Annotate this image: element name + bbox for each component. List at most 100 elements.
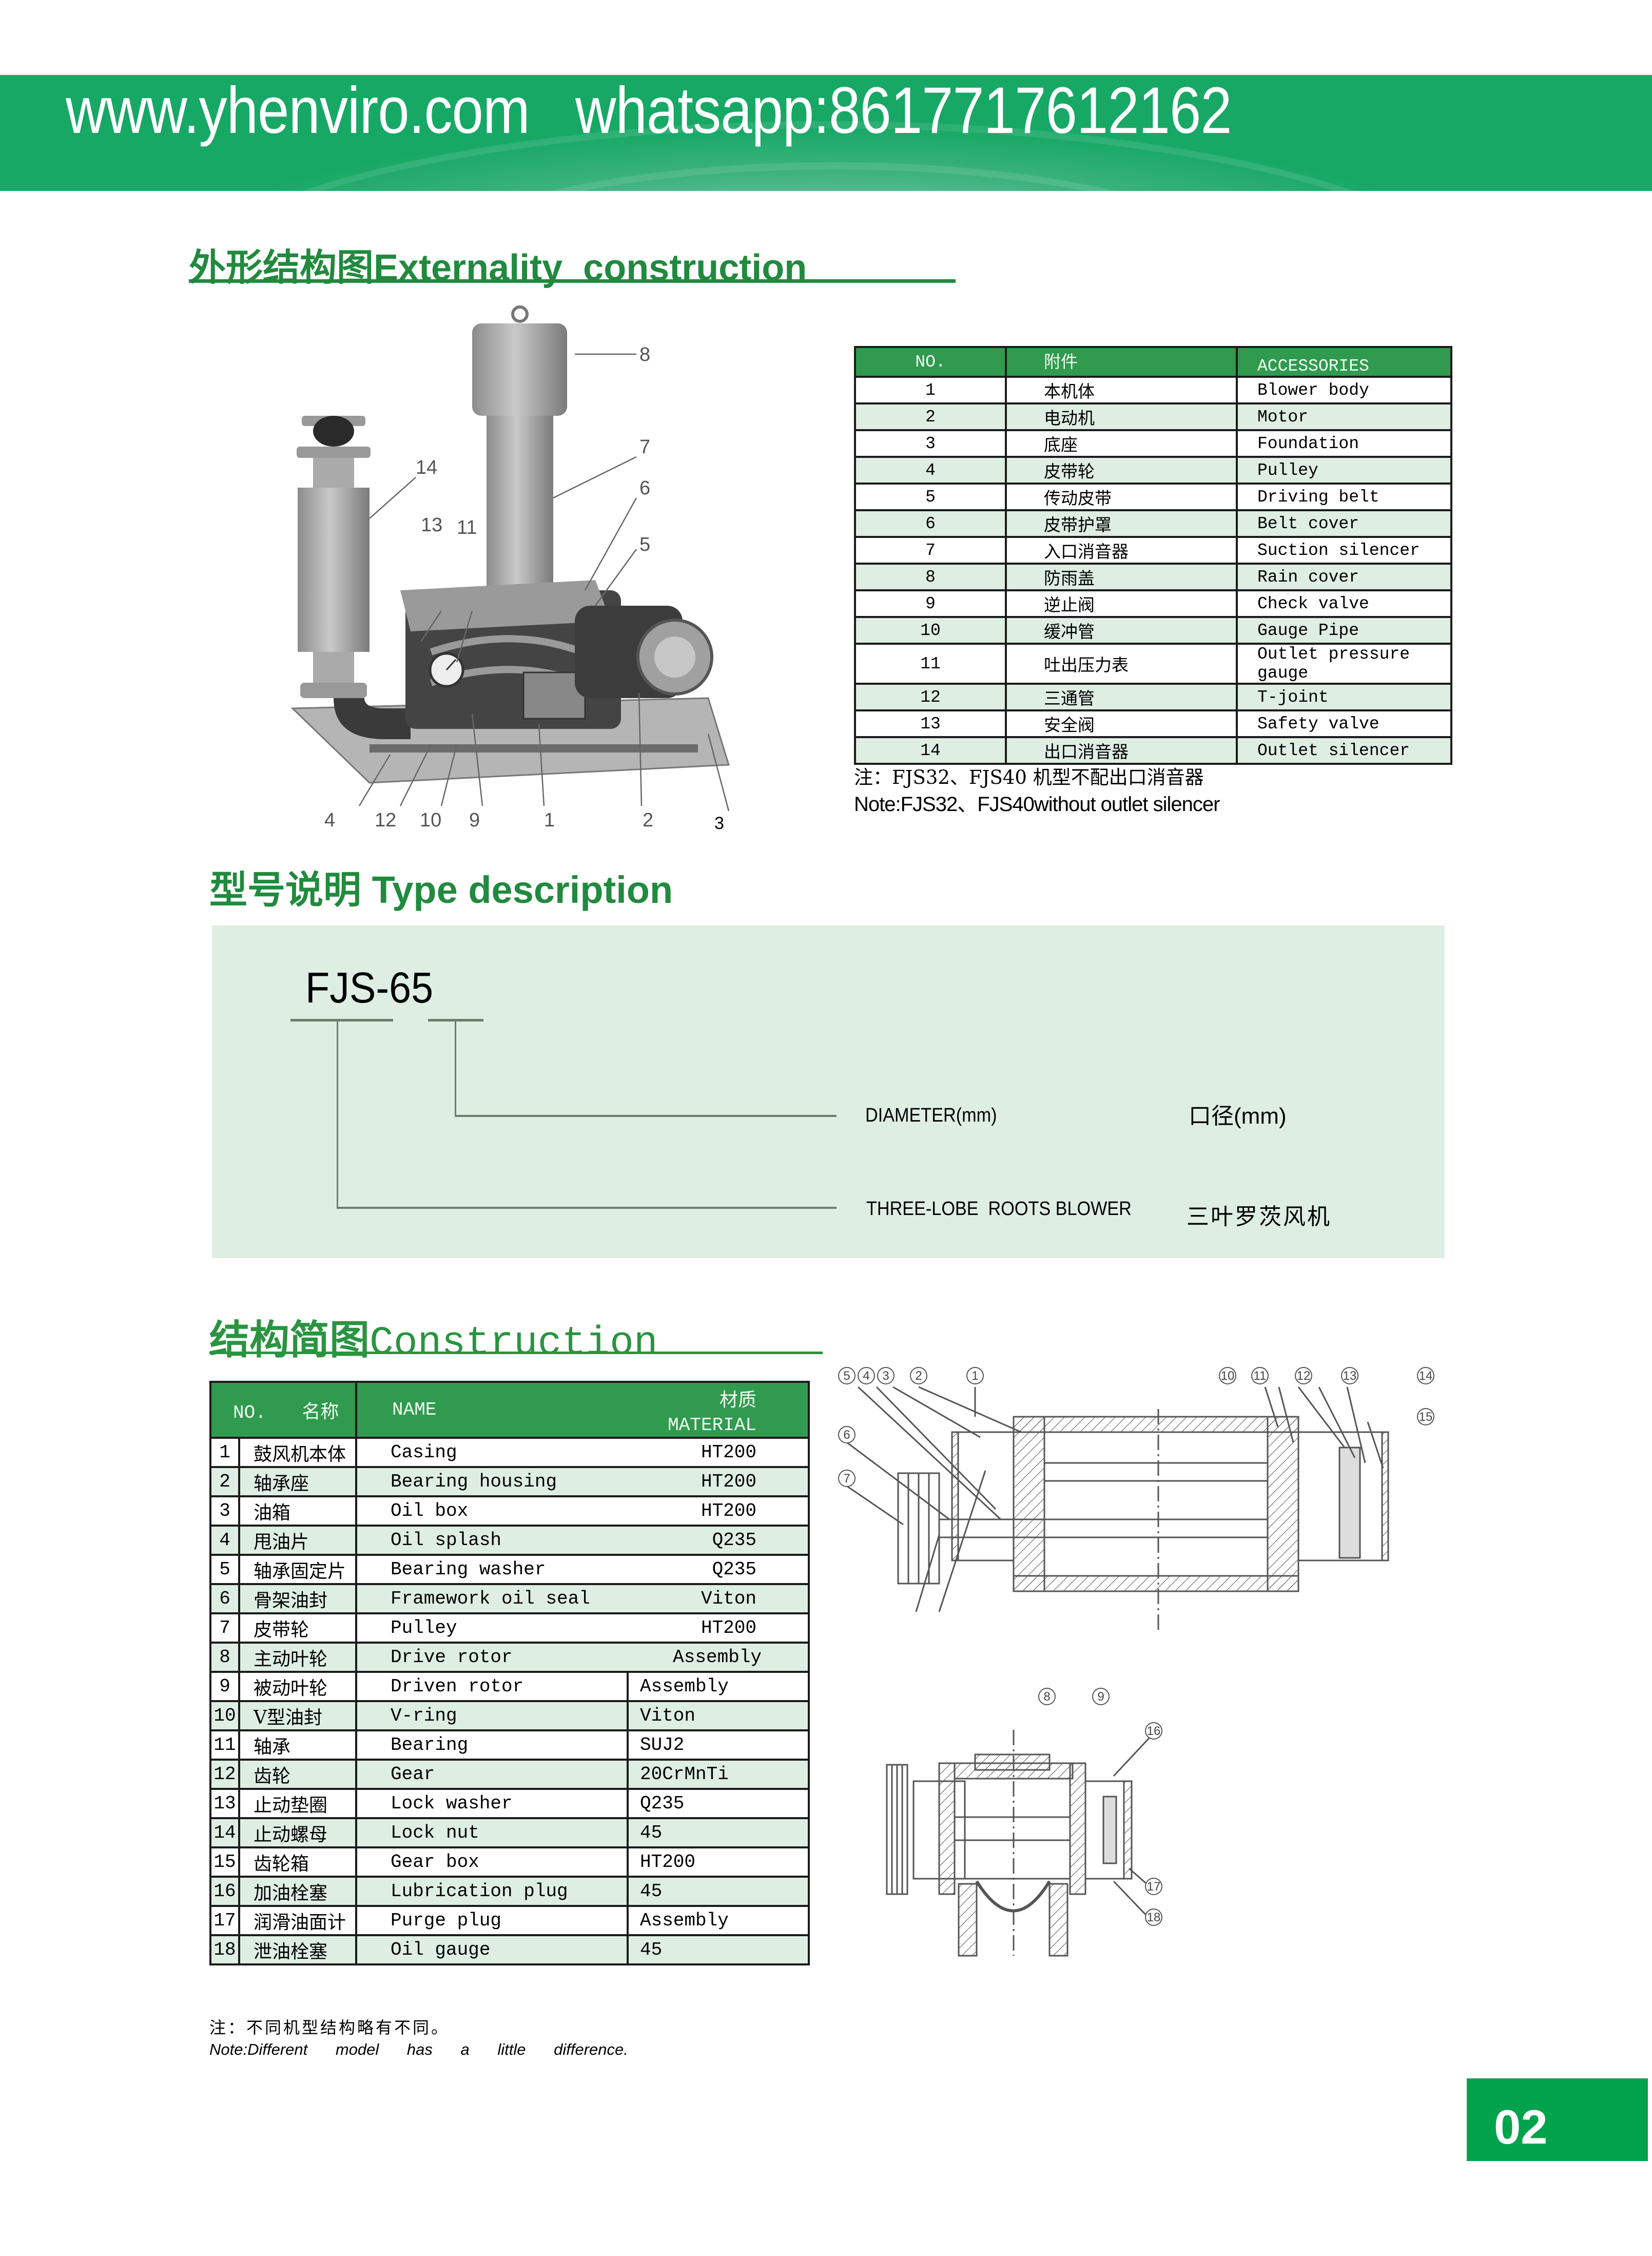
drawing-callout-8: 8: [1038, 1688, 1056, 1705]
drawing-callout-15: 15: [1417, 1408, 1434, 1425]
row-no: 2: [854, 402, 1007, 431]
row-no: 14: [854, 736, 1007, 765]
row-material: Q235: [627, 1788, 810, 1819]
row-no: 10: [854, 616, 1007, 645]
row-material: Q235: [712, 1559, 756, 1580]
svg-text:13: 13: [1343, 1369, 1357, 1383]
size-leader-horizontal: [455, 1115, 837, 1117]
photo-callout-11: 11: [457, 517, 477, 538]
photo-callout-8: 8: [639, 344, 650, 365]
row-material: Viton: [701, 1588, 756, 1609]
model-size-underline: [428, 1019, 483, 1021]
row-zh: 皮带轮: [239, 1612, 357, 1644]
svg-text:12: 12: [1297, 1369, 1311, 1383]
row-zh: 齿轮箱: [238, 1846, 357, 1878]
col-no: NO.: [854, 346, 1007, 378]
row-en: Safety valve: [1236, 709, 1452, 738]
row-en: Bearing: [355, 1729, 629, 1761]
row-no: 13: [854, 709, 1007, 738]
col-accessory-en: ACCESSORIES: [1236, 346, 1452, 378]
row-en-material: Bearing washer Q235: [355, 1554, 810, 1585]
svg-text:6: 6: [843, 1428, 850, 1442]
construction-title-en: Construction: [370, 1321, 658, 1366]
row-material: HT200: [701, 1471, 756, 1492]
row-zh: 吐出压力表: [1005, 643, 1238, 685]
col-name-zh: 名称: [302, 1401, 339, 1422]
row-no: 8: [854, 563, 1007, 591]
photo-callout-9: 9: [469, 809, 480, 831]
type-description-panel: [212, 925, 1445, 1258]
row-no: 2: [209, 1466, 240, 1497]
row-en: Lock nut: [355, 1817, 629, 1848]
drawing-callout-4: 4: [858, 1367, 875, 1384]
blower-type-label-zh: 三叶罗茨风机: [1187, 1204, 1331, 1230]
col-material-en: MATERIAL: [668, 1415, 756, 1436]
banner-contact-text: www.yhenviro.com whatsapp:8617717612162: [66, 74, 1232, 147]
photo-callout-7: 7: [639, 436, 650, 458]
row-material: Q235: [712, 1530, 756, 1551]
row-en: T-joint: [1236, 683, 1452, 711]
row-no: 4: [854, 456, 1007, 485]
row-en: Oil box: [391, 1500, 469, 1521]
header-banner: [0, 75, 1652, 191]
row-no: 13: [209, 1788, 240, 1819]
col-material-zh: 材质: [719, 1390, 756, 1411]
prefix-leader-horizontal: [337, 1207, 837, 1209]
row-en: Bearing housing: [391, 1471, 557, 1492]
row-en: Motor: [1236, 402, 1452, 431]
construction-note-en: Note:Different model has a little differ…: [209, 2040, 628, 2058]
row-en: Gear: [355, 1759, 629, 1790]
svg-text:11: 11: [1254, 1369, 1267, 1383]
row-en: Outlet silencer: [1236, 736, 1452, 765]
row-zh: 加油栓塞: [238, 1876, 357, 1907]
row-en-material: Bearing housing HT200: [355, 1466, 810, 1497]
row-zh: 电动机: [1005, 402, 1238, 431]
accessories-table-header: NO. 附件 ACCESSORIES: [854, 346, 1452, 378]
drawing-callout-1: 1: [966, 1367, 984, 1384]
row-zh: 出口消音器: [1005, 736, 1238, 765]
svg-text:5: 5: [843, 1369, 850, 1383]
row-en: Outlet pressure gauge: [1236, 643, 1452, 685]
row-no: 9: [854, 589, 1007, 618]
row-zh: 止动垫圈: [238, 1788, 357, 1819]
row-en: Gauge Pipe: [1236, 616, 1452, 645]
row-en: Oil gauge: [355, 1934, 629, 1965]
row-material: Viton: [627, 1700, 810, 1731]
row-no: 5: [854, 483, 1007, 511]
photo-callout-1: 1: [544, 809, 555, 831]
photo-callout-13: 13: [421, 514, 442, 536]
row-no: 1: [854, 376, 1007, 404]
row-material: Assembly: [627, 1671, 810, 1702]
row-material: 45: [627, 1876, 810, 1907]
svg-text:2: 2: [915, 1369, 922, 1383]
row-en: Bearing washer: [391, 1559, 546, 1580]
row-zh: 三通管: [1005, 683, 1238, 711]
row-zh: 安全阀: [1005, 709, 1238, 738]
photo-callout-14: 14: [416, 457, 437, 478]
photo-callout-6: 6: [639, 477, 650, 499]
blower-external-photo: 8 7 14 6 13 11 5 4 12 10 9 1 2 3: [290, 305, 730, 832]
type-description-title: 型号说明 Type description: [209, 859, 673, 914]
drawing-callout-5: 5: [838, 1367, 856, 1384]
page-number: 02: [1494, 2100, 1548, 2154]
svg-text:10: 10: [1221, 1369, 1235, 1383]
row-material: HT200: [701, 1617, 756, 1638]
model-prefix-underline: [290, 1019, 393, 1021]
svg-text:3: 3: [882, 1369, 889, 1383]
row-en: Foundation: [1236, 429, 1452, 458]
row-material: SUJ2: [627, 1729, 810, 1761]
